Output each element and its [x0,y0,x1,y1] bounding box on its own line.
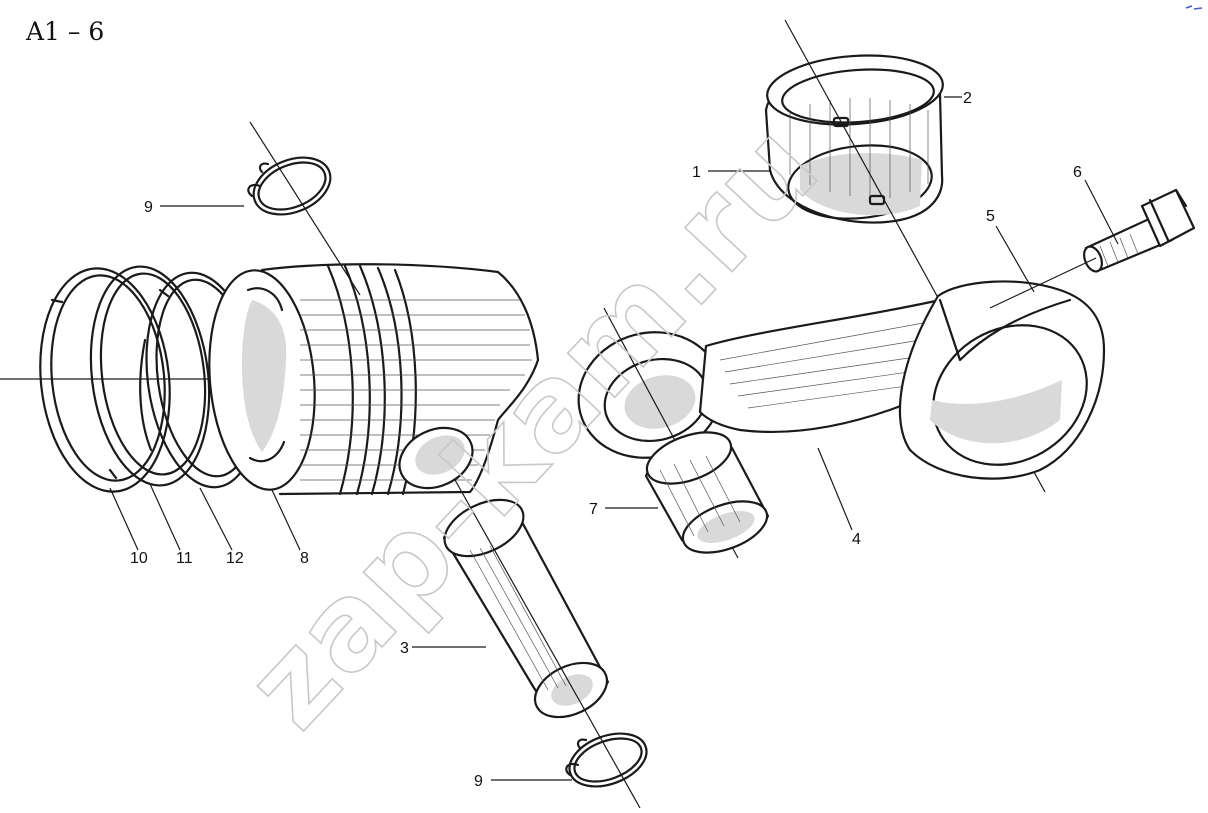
callout-7: 7 [589,501,598,518]
callout-1: 1 [692,164,701,181]
circlip-top [247,156,332,216]
callout-10: 10 [130,550,148,567]
diagram-title: A1 – 6 [25,17,104,46]
pin-axis-line [454,479,641,809]
callout-2: 2 [963,90,972,107]
callout-3: 3 [400,640,409,657]
ring-10 [39,267,171,493]
callout-9-bottom: 9 [474,773,483,790]
callout-12: 12 [226,550,244,567]
circlip-bottom [565,732,648,788]
callout-9-top: 9 [144,199,153,216]
corner-mark [1185,5,1203,10]
rod-bolt [1083,188,1196,273]
callout-labels: 1 2 3 4 5 6 7 8 9 9 10 11 12 [130,90,1082,790]
piston [208,263,540,496]
callout-8: 8 [300,550,309,567]
callout-6: 6 [1073,164,1082,181]
small-end-bushing [644,431,770,554]
leader-lines [109,96,1119,781]
ring-11 [89,265,211,487]
callout-5: 5 [986,208,995,225]
callout-11: 11 [176,550,193,567]
bolt-axis-line [989,257,1097,309]
callout-4: 4 [852,531,861,548]
